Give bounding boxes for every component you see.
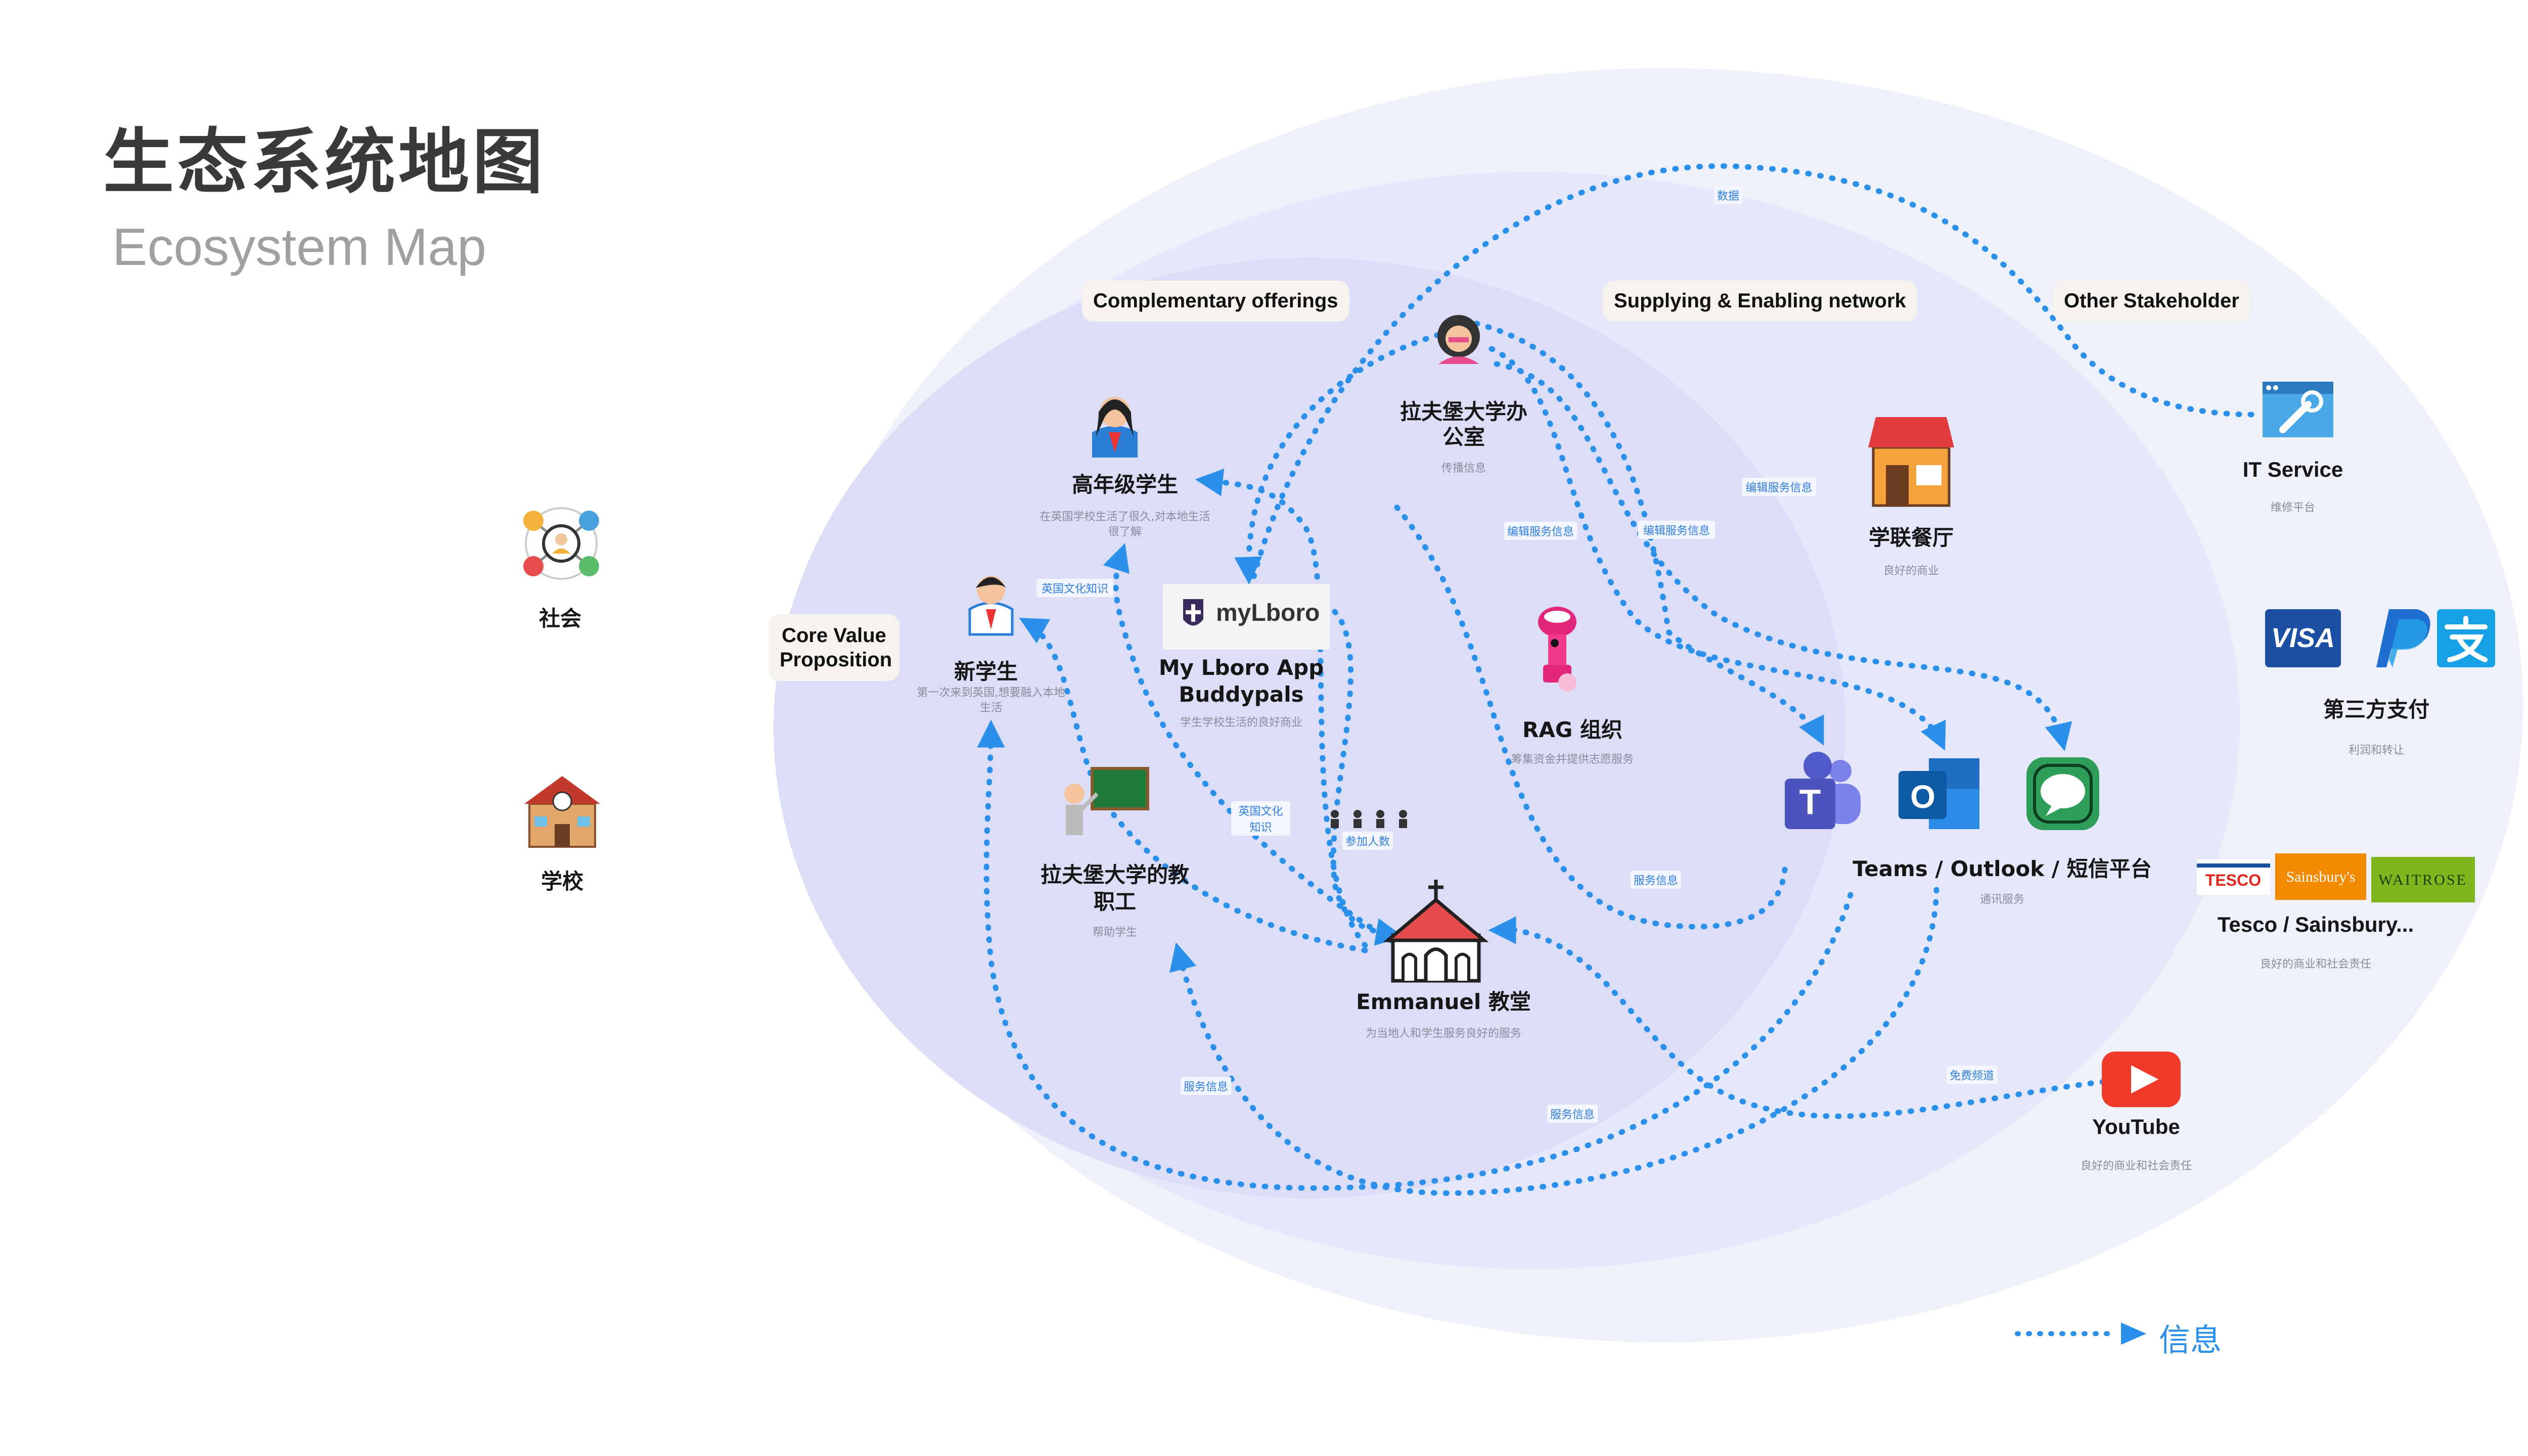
senior-student-icon [1092,397,1138,458]
new-student-desc: 第一次来到英国,想要融入本地生活 [917,687,1065,714]
flow-office-outlook [1488,346,1946,751]
teams-icon: T [1785,752,1861,829]
edge-tag-service-2: 服务信息 [1181,1077,1232,1095]
legend-info-label: 信息 [2159,1322,2222,1358]
crowd-people-icon [1331,810,1407,828]
staff-label: 拉夫堡大学的教职工 [1040,862,1189,914]
flow-teams-church [1392,503,1788,930]
office-label: 拉夫堡大学办公室 [1400,399,1527,450]
edge-tag-free-channel: 免费频道 [1947,1066,1998,1084]
youtube-desc: 良好的商业和社会责任 [2080,1160,2192,1172]
supermarket-desc: 良好的商业和社会责任 [2260,958,2371,971]
edge-tag-culture-1: 英国文化知识 [1036,579,1113,597]
it-service-desc: 维修平台 [2270,502,2315,514]
society-label: 社会 [538,606,582,631]
edge-tag-edit-1: 编辑服务信息 [1504,522,1577,540]
society-network-icon [523,507,599,580]
office-desc: 传播信息 [1441,462,1486,475]
youtube-logo [2102,1052,2181,1107]
rag-mascot-icon [1538,607,1576,692]
svg-text:Sainsbury's: Sainsbury's [2286,869,2355,885]
senior-student-label: 高年级学生 [1071,472,1179,497]
category-complementary: Complementary offerings [1082,281,1349,322]
comm-platform-label: Teams / Outlook / 短信平台 [1853,856,2152,881]
edge-tag-edit-3: 编辑服务信息 [1742,478,1816,496]
category-core-value: Core Value Proposition [769,614,899,681]
it-service-wrench-icon [2263,382,2333,437]
new-student-icon [968,576,1014,636]
church-icon [1383,880,1489,983]
svg-text:O: O [1910,779,1935,815]
visa-logo: VISA [2265,609,2341,667]
page-title: 生态系统地图 [103,121,547,204]
payment-desc: 利润和转让 [2348,744,2404,757]
edge-tag-join: 参加人数 [1342,832,1393,850]
payment-label: 第三方支付 [2323,697,2430,722]
flow-app-church [1330,609,1404,946]
edge-tag-edit-2: 编辑服务信息 [1638,521,1715,539]
mylboro-logo-text: myLboro [1216,600,1320,626]
flow-data [1251,163,2258,579]
flow-church-senior [1195,468,1368,948]
edge-tag-service-3: 服务信息 [1547,1105,1598,1123]
flow-office-app [1234,326,1464,585]
svg-text:VISA: VISA [2271,623,2335,653]
staff-desc: 帮助学生 [1092,926,1137,939]
church-desc: 为当地人和学生服务良好的服务 [1365,1027,1521,1040]
tesco-logo: TESCO [2197,859,2270,895]
mylboro-app-logo [1163,584,1330,650]
school-label: 学校 [540,869,584,894]
outlook-icon: O [1899,758,1979,829]
legend-arrowhead [2121,1323,2146,1345]
category-other-stakeholder: Other Stakeholder [2053,281,2250,322]
teacher-blackboard-icon [1064,767,1149,835]
flow-church-senior2 [1103,543,1393,943]
ring-complementary [774,258,1845,1198]
flow-office-sms [1494,361,2072,752]
page-subtitle: Ecosystem Map [112,218,486,277]
rag-label: RAG 组织 [1522,717,1622,742]
waitrose-logo: WAITROSE [2371,857,2475,902]
edge-tag-data: 数据 [1714,186,1743,204]
church-label: Emmanuel 教堂 [1356,989,1531,1014]
flow-office-teams [1473,321,1824,746]
flow-church-new [1019,617,1368,953]
senior-student-desc: 在英国学校生活了很久,对本地生活很了解 [1040,511,1210,538]
rag-desc: 筹集资金并提供志愿服务 [1511,753,1634,766]
app-label: My Lboro App Buddypals [1158,655,1324,707]
sainsburys-logo: Sainsbury's [2275,853,2366,900]
school-building-icon [524,776,600,848]
canteen-label: 学联餐厅 [1868,525,1954,550]
category-supplying: Supplying & Enabling network [1603,281,1917,322]
svg-text:WAITROSE: WAITROSE [2378,872,2467,888]
canteen-shop-icon [1868,417,1954,507]
sms-message-icon [2026,757,2099,830]
edge-tag-culture-2: 英国文化知识 [1231,801,1290,836]
flow-bottom-new [977,719,1854,1191]
canteen-desc: 良好的商业 [1883,565,1939,577]
paypal-logo [2376,609,2430,667]
comm-platform-desc: 通讯服务 [1979,893,2024,906]
supermarket-label: Tesco / Sainsbury... [2217,913,2414,936]
alipay-logo [2437,609,2495,667]
app-desc: 学生学校生活的良好商业 [1180,716,1302,729]
flow-youtube-church [1488,916,2106,1119]
svg-text:T: T [1799,782,1821,822]
office-person-icon [1437,315,1480,364]
new-student-label: 新学生 [954,659,1018,684]
it-service-label: IT Service [2242,458,2343,481]
edge-tag-service-1: 服务信息 [1631,871,1682,889]
youtube-label: YouTube [2092,1115,2180,1139]
svg-text:TESCO: TESCO [2205,871,2261,889]
